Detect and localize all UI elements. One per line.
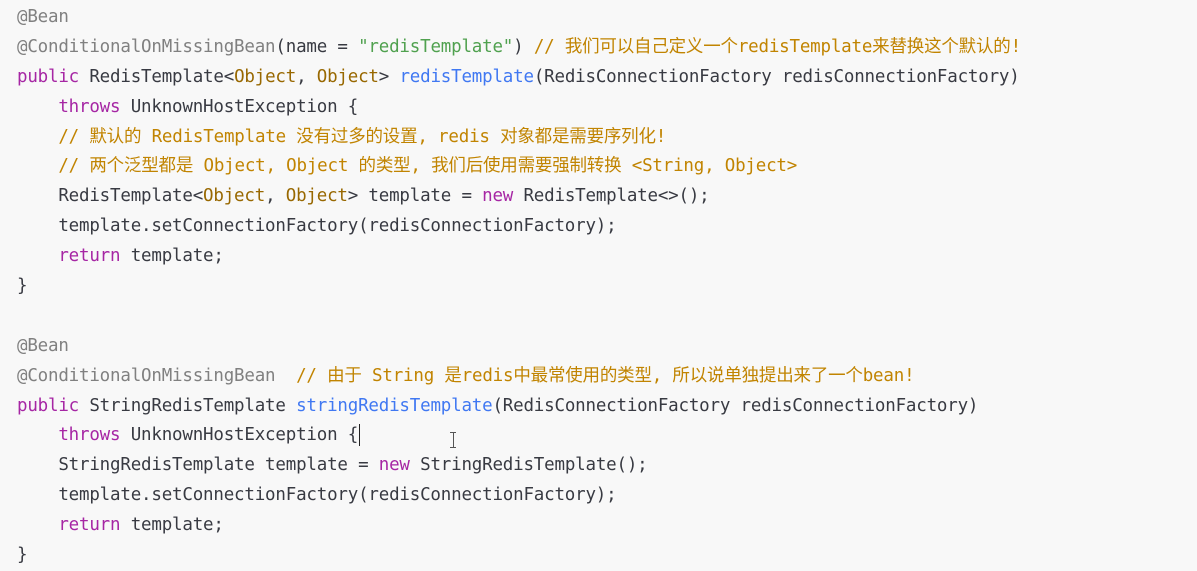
mouse-ibeam-cursor-icon bbox=[449, 431, 457, 449]
code-line[interactable] bbox=[17, 302, 1197, 332]
code-token-plain bbox=[275, 366, 296, 386]
code-token-annotation: @Bean bbox=[17, 7, 69, 27]
code-token-plain: , bbox=[296, 66, 317, 87]
code-token-keyword: return bbox=[58, 515, 121, 536]
code-token-string: "redisTemplate" bbox=[358, 36, 514, 57]
code-token-plain: template.setConnectionFactory(redisConne… bbox=[17, 485, 617, 506]
code-line[interactable]: } bbox=[17, 541, 1197, 571]
code-token-plain: StringRedisTemplate template = bbox=[17, 455, 379, 476]
code-token-method: redisTemplate bbox=[399, 66, 534, 87]
code-token-keyword: public bbox=[17, 395, 80, 416]
code-line[interactable]: throws UnknownHostException { bbox=[17, 93, 1197, 123]
code-token-plain: StringRedisTemplate(); bbox=[409, 455, 648, 476]
code-line[interactable]: return template; bbox=[17, 242, 1197, 272]
text-caret bbox=[359, 424, 361, 447]
code-token-plain bbox=[17, 97, 58, 117]
code-token-plain: (RedisConnectionFactory redisConnectionF… bbox=[533, 66, 1020, 87]
code-token-type-arg: Object bbox=[234, 66, 297, 87]
code-token-keyword: public bbox=[17, 66, 80, 87]
code-token-plain: template; bbox=[120, 246, 224, 267]
code-line[interactable]: throws UnknownHostException { bbox=[17, 421, 1197, 451]
code-line[interactable]: RedisTemplate<Object, Object> template =… bbox=[17, 182, 1197, 212]
code-line[interactable]: template.setConnectionFactory(redisConne… bbox=[17, 212, 1197, 242]
code-token-plain: StringRedisTemplate bbox=[79, 395, 297, 416]
code-token-keyword: return bbox=[58, 246, 121, 267]
code-token-plain: UnknownHostException { bbox=[120, 425, 359, 446]
code-line[interactable]: } bbox=[17, 272, 1197, 302]
code-token-plain: ) bbox=[513, 36, 534, 57]
code-token-plain: template.setConnectionFactory(redisConne… bbox=[17, 216, 617, 237]
code-line[interactable]: @ConditionalOnMissingBean(name = "redisT… bbox=[17, 33, 1197, 63]
code-token-plain bbox=[17, 156, 58, 176]
code-token-plain: } bbox=[17, 545, 28, 566]
code-token-comment: // 两个泛型都是 Object, Object 的类型, 我们后使用需要强制转… bbox=[58, 156, 798, 177]
code-token-plain: > template = bbox=[347, 186, 483, 207]
code-token-plain: } bbox=[17, 276, 28, 297]
code-line[interactable]: // 两个泛型都是 Object, Object 的类型, 我们后使用需要强制转… bbox=[17, 152, 1197, 182]
code-token-plain bbox=[17, 127, 58, 147]
code-line[interactable]: StringRedisTemplate template = new Strin… bbox=[17, 451, 1197, 481]
code-token-comment: // 我们可以自己定义一个redisTemplate来替换这个默认的! bbox=[533, 36, 1021, 57]
code-token-method: stringRedisTemplate bbox=[296, 395, 493, 416]
code-line[interactable]: @ConditionalOnMissingBean // 由于 String 是… bbox=[17, 362, 1197, 392]
code-token-keyword: new bbox=[378, 455, 410, 476]
code-token-plain: template; bbox=[120, 515, 224, 536]
code-token-type-arg: Object bbox=[316, 66, 379, 87]
code-token-type-arg: Object bbox=[285, 186, 348, 207]
code-token-keyword: new bbox=[482, 186, 514, 207]
code-token-plain: UnknownHostException { bbox=[120, 96, 359, 117]
code-token-plain: (name = bbox=[275, 36, 359, 57]
code-token-plain: RedisTemplate< bbox=[79, 66, 235, 87]
code-token-plain bbox=[17, 515, 58, 535]
code-token-plain: , bbox=[265, 186, 286, 207]
code-token-keyword: throws bbox=[58, 96, 121, 117]
code-token-keyword: throws bbox=[58, 425, 121, 446]
code-token-plain bbox=[17, 246, 58, 266]
code-line[interactable]: return template; bbox=[17, 511, 1197, 541]
code-token-annotation: @ConditionalOnMissingBean bbox=[17, 36, 276, 57]
code-line[interactable]: public RedisTemplate<Object, Object> red… bbox=[17, 63, 1197, 93]
code-token-annotation: @ConditionalOnMissingBean bbox=[17, 365, 276, 386]
code-token-plain: (RedisConnectionFactory redisConnectionF… bbox=[492, 395, 979, 416]
code-token-comment: // 默认的 RedisTemplate 没有过多的设置, redis 对象都是… bbox=[58, 126, 667, 147]
code-line[interactable]: // 默认的 RedisTemplate 没有过多的设置, redis 对象都是… bbox=[17, 123, 1197, 153]
code-token-plain: RedisTemplate<>(); bbox=[513, 186, 710, 207]
code-token-type-arg: Object bbox=[203, 186, 266, 207]
code-token-plain: > bbox=[378, 66, 400, 87]
code-line[interactable]: public StringRedisTemplate stringRedisTe… bbox=[17, 392, 1197, 422]
code-line[interactable]: @Bean bbox=[17, 3, 1197, 33]
code-line[interactable]: @Bean bbox=[17, 332, 1197, 362]
code-token-comment: // 由于 String 是redis中最常使用的类型, 所以说单独提出来了一个… bbox=[296, 365, 915, 386]
code-line[interactable]: template.setConnectionFactory(redisConne… bbox=[17, 481, 1197, 511]
code-token-annotation: @Bean bbox=[17, 335, 69, 356]
code-token-plain: RedisTemplate< bbox=[17, 186, 204, 207]
code-token-plain bbox=[17, 425, 58, 445]
